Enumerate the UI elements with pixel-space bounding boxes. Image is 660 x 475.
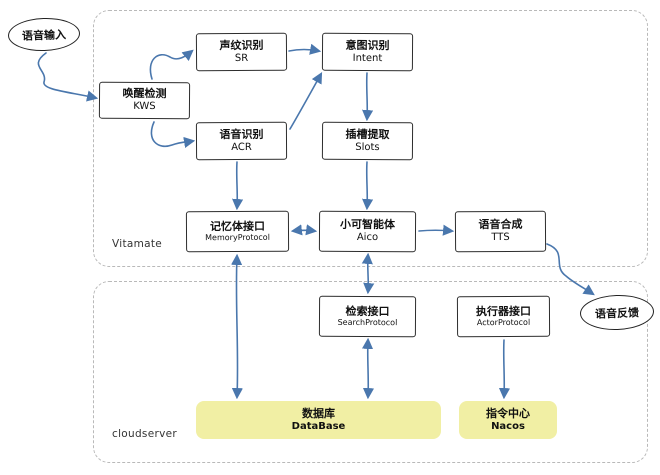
node-subtitle: Aico [356,232,379,244]
node-title: 小可智能体 [340,218,396,232]
node-database: 数据库 DataBase [196,401,441,439]
node-subtitle: DataBase [291,420,346,432]
node-subtitle: Intent [352,52,383,64]
node-title: 唤醒检测 [122,87,167,101]
node-title: 执行器接口 [475,304,532,318]
voice-input-terminal: 语音输入 [7,16,81,53]
node-title: 意图识别 [345,38,390,53]
group-label-vitamate: Vitamate [112,238,163,250]
group-label-cloudserver: cloudserver [112,428,177,440]
node-kws: 唤醒检测 KWS [98,81,191,120]
node-nacos: 指令中心 Nacos [459,401,557,439]
node-title: 检索接口 [345,304,390,318]
node-title: 指令中心 [486,406,530,420]
node-search-protocol: 检索接口 SearchProtocol [318,295,417,338]
node-subtitle: MemoryProtocol [205,233,270,243]
node-slots: 插槽提取 Slots [321,121,414,161]
node-subtitle: SR [234,52,249,64]
node-memory-protocol: 记忆体接口 MemoryProtocol [185,210,290,253]
voice-feedback-label: 语音反馈 [594,305,640,321]
node-subtitle: Nacos [491,420,525,432]
node-subtitle: TTS [491,232,510,244]
node-intent: 意图识别 Intent [321,32,414,72]
node-title: 声纹识别 [219,38,264,53]
node-title: 数据库 [302,406,335,420]
node-title: 语音识别 [219,127,264,141]
node-sr: 声纹识别 SR [195,32,288,72]
node-acr: 语音识别 ACR [195,121,288,161]
node-title: 插槽提取 [345,127,390,142]
node-subtitle: KWS [133,101,156,113]
node-subtitle: Slots [355,141,380,153]
arrow-input-to-kws [37,52,99,102]
node-actor-protocol: 执行器接口 ActorProtocol [456,295,551,338]
node-tts: 语音合成 TTS [454,210,547,253]
node-subtitle: SearchProtocol [337,318,398,328]
node-aico: 小可智能体 Aico [318,210,417,253]
node-subtitle: ActorProtocol [476,318,531,328]
node-subtitle: ACR [231,141,252,153]
node-title: 记忆体接口 [209,219,266,233]
voice-input-label: 语音输入 [21,27,67,43]
node-title: 语音合成 [478,218,523,232]
